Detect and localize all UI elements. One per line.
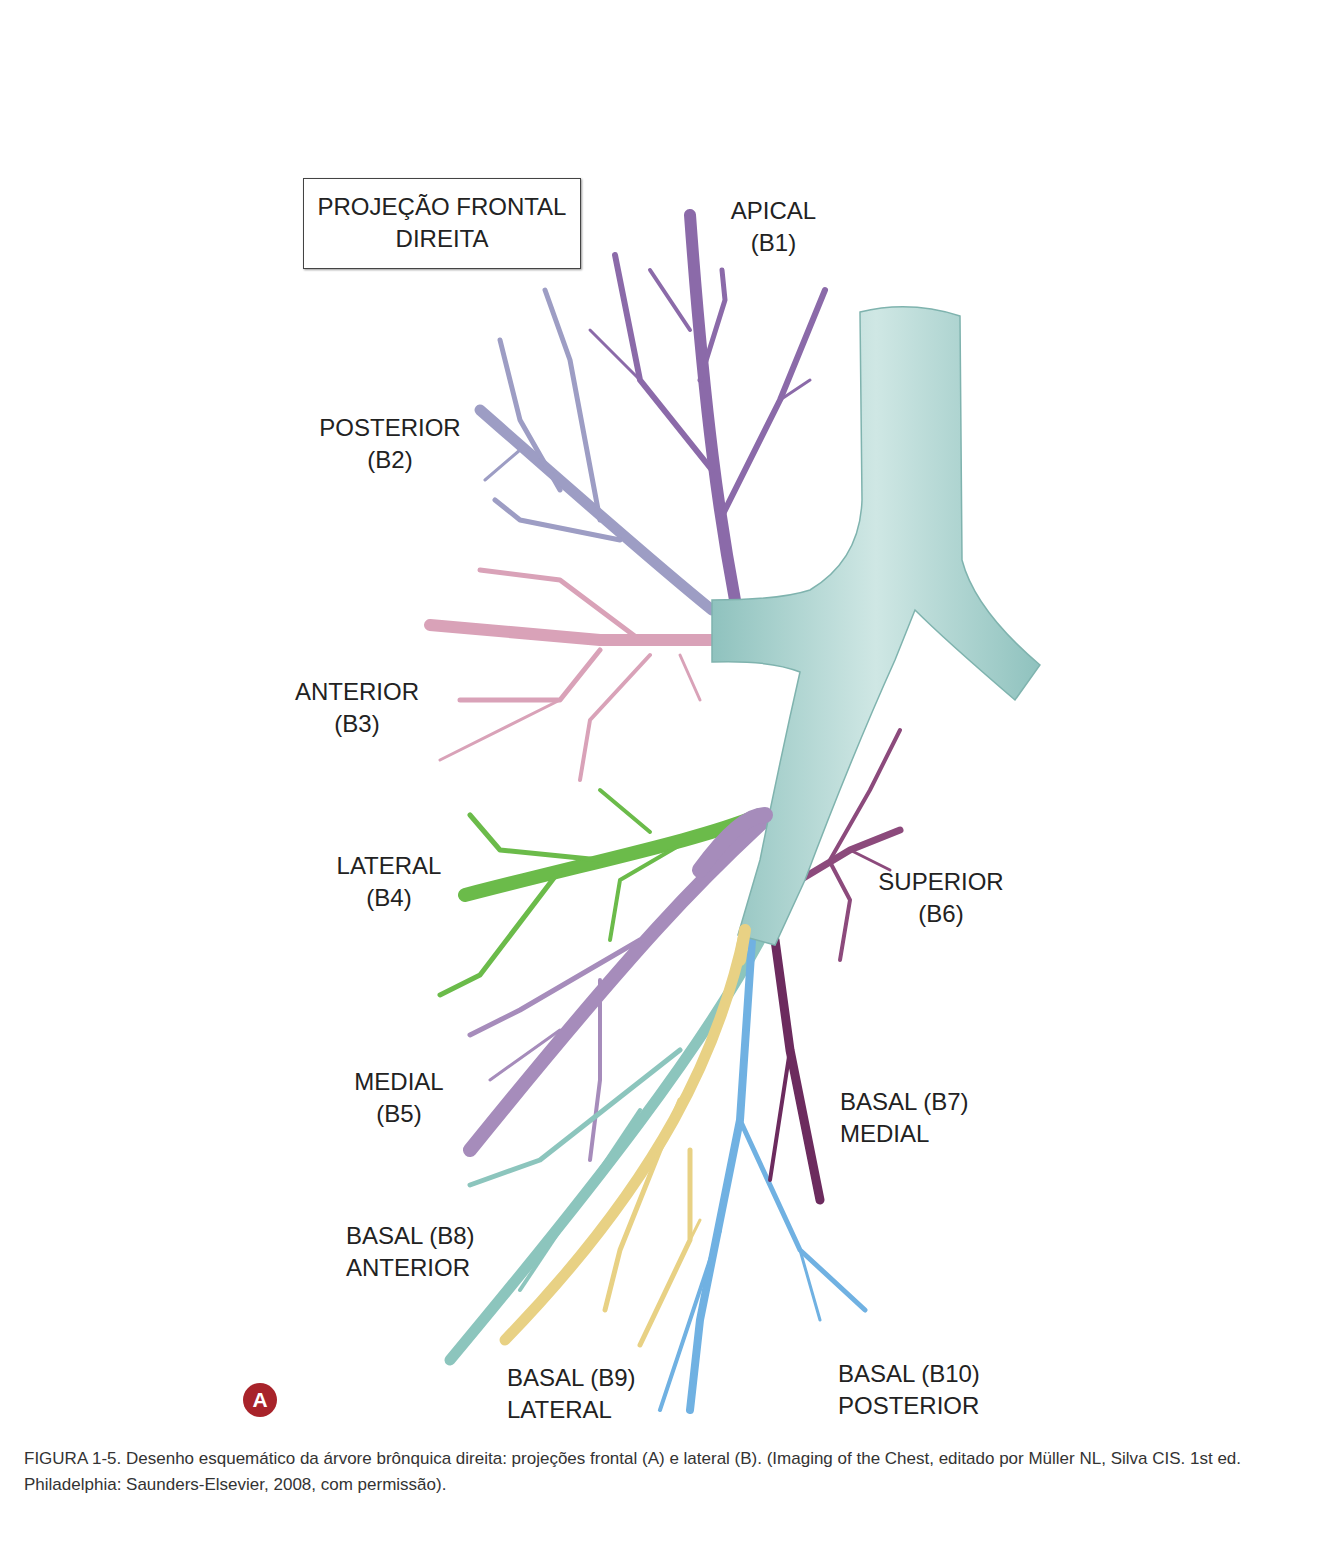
- segment-label: BASAL (B9) LATERAL: [507, 1362, 667, 1426]
- segment-label: APICAL (B1): [716, 195, 831, 259]
- panel-letter-badge: A: [243, 1383, 277, 1417]
- segment-label: MEDIAL (B5): [340, 1066, 458, 1130]
- figure-caption: FIGURA 1-5. Desenho esquemático da árvor…: [24, 1446, 1314, 1498]
- segment-label: BASAL (B7) MEDIAL: [840, 1086, 1005, 1150]
- segment-label: ANTERIOR (B3): [282, 676, 432, 740]
- segment-label: POSTERIOR (B2): [305, 412, 475, 476]
- segment-label: BASAL (B8) ANTERIOR: [346, 1220, 511, 1284]
- panel-letter: A: [252, 1388, 267, 1412]
- segment-label: BASAL (B10) POSTERIOR: [838, 1358, 1018, 1422]
- segment-label: SUPERIOR (B6): [866, 866, 1016, 930]
- segment-label: LATERAL (B4): [324, 850, 454, 914]
- projection-title-box: PROJEÇÃO FRONTAL DIREITA: [303, 178, 581, 269]
- projection-title: PROJEÇÃO FRONTAL DIREITA: [312, 191, 572, 255]
